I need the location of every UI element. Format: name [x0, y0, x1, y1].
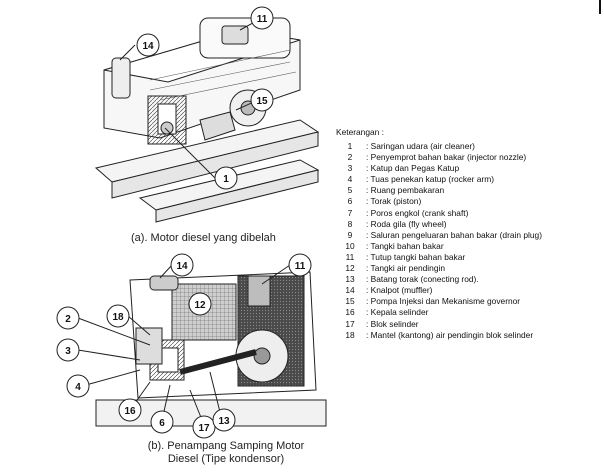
legend-item: 12 : Tangki air pendingin	[336, 263, 598, 274]
callout-label: 11	[257, 14, 268, 25]
callout-b-13	[212, 408, 236, 432]
callout-b-11	[288, 253, 312, 277]
legend-item: 8 : Roda gila (fly wheel)	[336, 219, 598, 230]
legend-item-number: 13	[345, 274, 355, 285]
callout-b-4	[66, 374, 90, 398]
callout-label: 16	[124, 406, 136, 417]
legend-item-number: 17	[345, 318, 355, 329]
legend-list: 1 : Saringan udara (air cleaner) 2 : Penyem…	[336, 141, 598, 341]
legend-item-number: 1	[347, 141, 353, 151]
legend-item-text: : Batang torak (conecting rod).	[366, 274, 479, 285]
callout-b-2	[56, 306, 80, 330]
callout-label: 17	[198, 423, 210, 434]
legend-item: 13 : Batang torak (conecting rod).	[336, 274, 598, 285]
legend-item: 10 : Tangki bahan bakar	[336, 241, 598, 252]
legend-item-text: : Blok selinder	[366, 318, 419, 329]
legend-item-text: : Ruang pembakaran	[366, 185, 445, 196]
legend-item-text: : Penyemprot bahan bakar (injector nozzl…	[366, 152, 527, 163]
legend-item-number: 12	[345, 263, 355, 274]
callout-b-14	[170, 253, 194, 277]
legend-item: 3 : Katup dan Pegas Katup	[336, 163, 598, 174]
legend-item-number: 18	[345, 329, 355, 340]
legend-item-text: : Katup dan Pegas Katup	[366, 163, 460, 174]
callout-a-1	[214, 166, 238, 190]
legend-item: 7 : Poros engkol (crank shaft)	[336, 208, 598, 219]
callout-b-16	[118, 398, 142, 422]
caption-a: (a). Motor diesel yang dibelah	[131, 232, 276, 244]
legend-item-number: 7	[347, 207, 353, 218]
legend-item: 17 : Blok selinder	[336, 319, 598, 330]
callout-a-11	[250, 6, 274, 30]
legend-item-text: : Poros engkol (crank shaft)	[366, 207, 469, 218]
callout-b-12	[188, 292, 212, 316]
legend-item: 18 : Mantel (kantong) air pendingin blok …	[336, 330, 598, 341]
callout-label: 18	[112, 312, 124, 323]
legend-title: Keterangan :	[336, 127, 384, 137]
callout-b-18	[106, 304, 130, 328]
legend-item-number: 11	[345, 251, 355, 262]
legend-item-number: 6	[347, 196, 353, 207]
callout-label: 12	[194, 300, 206, 311]
legend-item-number: 3	[347, 163, 353, 174]
legend-item-text: : Pompa Injeksi dan Mekanisme governor	[366, 296, 521, 307]
legend-item-text: : Mantel (kantong) air pendingin blok se…	[366, 329, 534, 340]
legend-item-number: 2	[347, 152, 353, 163]
corner-mark	[599, 0, 601, 14]
legend-item-text: : Tangki bahan bakar	[366, 240, 444, 251]
legend-item: 14 : Knalpot (muffler)	[336, 285, 598, 296]
caption-b-line1: (b). Penampang Samping Motor	[147, 440, 305, 452]
callout-label: 3	[65, 346, 71, 357]
legend-item-text: : Torak (piston)	[366, 196, 422, 207]
legend-item-number: 16	[345, 307, 355, 318]
legend-item-number: 10	[345, 240, 355, 251]
callout-b-6	[150, 410, 174, 434]
engine-section-drawing	[95, 271, 327, 427]
callout-label: 13	[218, 416, 230, 427]
caption-b-line2: Diesel (Tipe kondensor)	[167, 453, 285, 465]
legend-item-text: : Tangki air pendingin	[366, 263, 445, 274]
callouts-a	[119, 6, 274, 190]
legend-item-text: : Saringan udara (air cleaner)	[366, 141, 475, 151]
callout-label: 6	[159, 418, 165, 429]
legend-item: 15 : Pompa Injeksi dan Mekanisme governor	[336, 296, 598, 307]
legend-item: 4 : Tuas penekan katup (rocker arm)	[336, 174, 598, 185]
legend-item-number: 4	[347, 174, 353, 185]
legend-item-text: : Saluran pengeluaran bahan bakar (drain…	[366, 229, 542, 240]
callout-label: 14	[142, 41, 154, 52]
legend-item-text: : Tutup tangki bahan bakar	[366, 251, 466, 262]
callout-a-15	[250, 88, 274, 112]
legend-item-number: 15	[345, 296, 355, 307]
legend-item-text: : Knalpot (muffler)	[366, 285, 433, 296]
legend-item-number: 5	[347, 185, 353, 196]
callout-b-3	[56, 338, 80, 362]
callout-label: 15	[256, 96, 268, 107]
callout-label: 2	[65, 314, 71, 325]
legend-item: 1 : Saringan udara (air cleaner)	[336, 141, 598, 152]
legend-item: 6 : Torak (piston)	[336, 196, 598, 207]
legend-item: 2 : Penyemprot bahan bakar (injector nozz…	[336, 152, 598, 163]
callout-label: 11	[295, 261, 306, 272]
engine-cutaway-drawing	[94, 17, 320, 223]
callouts-b	[56, 253, 312, 439]
legend-item: 11 : Tutup tangki bahan bakar	[336, 252, 598, 263]
legend-item-text: : Tuas penekan katup (rocker arm)	[366, 174, 495, 185]
legend-item: 16 : Kepala selinder	[336, 307, 598, 318]
legend-item-number: 8	[347, 218, 353, 229]
callout-label: 4	[75, 382, 81, 393]
legend-item: 5 : Ruang pembakaran	[336, 185, 598, 196]
legend-item: 9 : Saluran pengeluaran bahan bakar (drai…	[336, 230, 598, 241]
legend-item-number: 9	[347, 229, 353, 240]
callout-a-14	[136, 33, 160, 57]
legend: Keterangan : 1 : Saringan udara (air clea…	[336, 127, 598, 341]
callout-label: 1	[223, 174, 229, 185]
legend-item-text: : Kepala selinder	[366, 307, 429, 318]
legend-item-text: : Roda gila (fly wheel)	[366, 218, 447, 229]
legend-item-number: 14	[345, 285, 355, 296]
caption-b: (b). Penampang Samping Motor Diesel (Tip…	[126, 440, 326, 466]
callout-label: 14	[176, 261, 188, 272]
